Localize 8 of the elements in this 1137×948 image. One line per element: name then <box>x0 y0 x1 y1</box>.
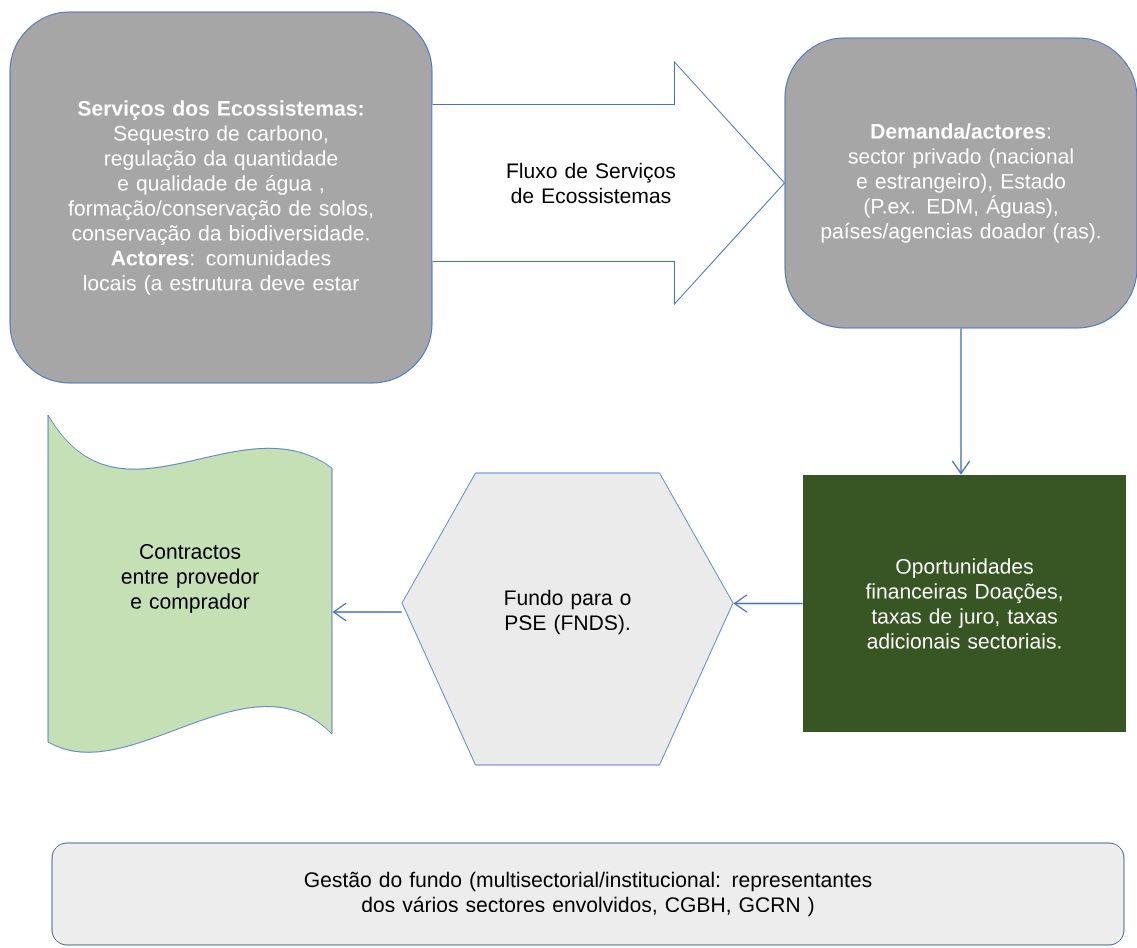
rounded-box: Gestão do fundo (multisectorial/institucional: representantes dos vários sectores envolvidos, CGBH, GCRN ) <box>51 842 1125 946</box>
rounded-box: Serviços dos Ecossistemas: Sequestro de carbono, regulação da quantidade e qualidade de água , formação/conservação de solos, conservação da biodiversidade. Actores: comunidades locais (a estrutura deve estar <box>9 11 433 384</box>
arrow <box>332 602 403 622</box>
rounded-box: Demanda/actores: sector privado (nacional e estrangeiro), Estado (P.ex. EDM, Águas), países/agencias doador (ras). <box>784 37 1137 329</box>
process-box: Oportunidades financeiras Doações, taxas de juro, taxas adicionais sectoriais. <box>803 475 1126 732</box>
arrow <box>951 327 971 475</box>
edge-label: Fluxo de Serviços de Ecossistemas <box>507 162 676 204</box>
arrow <box>733 594 804 613</box>
